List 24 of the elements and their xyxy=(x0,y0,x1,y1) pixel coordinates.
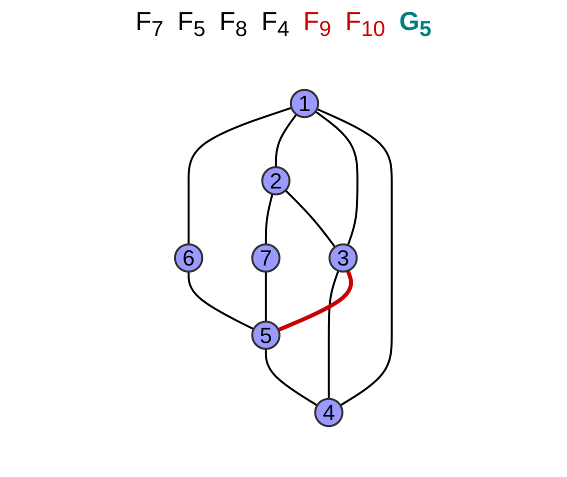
connector xyxy=(265,349,318,406)
node-circle: 6 xyxy=(174,244,204,273)
face-label: F$_{8}$ xyxy=(219,6,248,42)
node-circle: 5 xyxy=(251,320,281,350)
face-label: F$_{5}$ xyxy=(177,6,206,42)
face-label: F$_{4}$ xyxy=(261,6,290,42)
connector xyxy=(275,114,298,168)
connector xyxy=(265,272,267,322)
node-circle: 4 xyxy=(314,398,344,428)
face-label: G$_{5}$ xyxy=(399,6,432,42)
connector xyxy=(265,194,274,245)
face-label: F$_{9}$ xyxy=(303,6,332,42)
connector xyxy=(278,270,354,332)
node-circle: 7 xyxy=(251,244,281,273)
node-circle: 2 xyxy=(261,166,291,196)
connector xyxy=(188,272,254,330)
node-circle: 1 xyxy=(290,89,320,118)
face-label: F$_{7}$ xyxy=(136,6,164,42)
connector xyxy=(316,108,393,406)
connector xyxy=(284,190,336,248)
node-circle: 3 xyxy=(328,244,358,273)
face-label: F$_{10}$ xyxy=(345,6,386,42)
connector xyxy=(315,110,359,246)
connector xyxy=(328,270,340,400)
